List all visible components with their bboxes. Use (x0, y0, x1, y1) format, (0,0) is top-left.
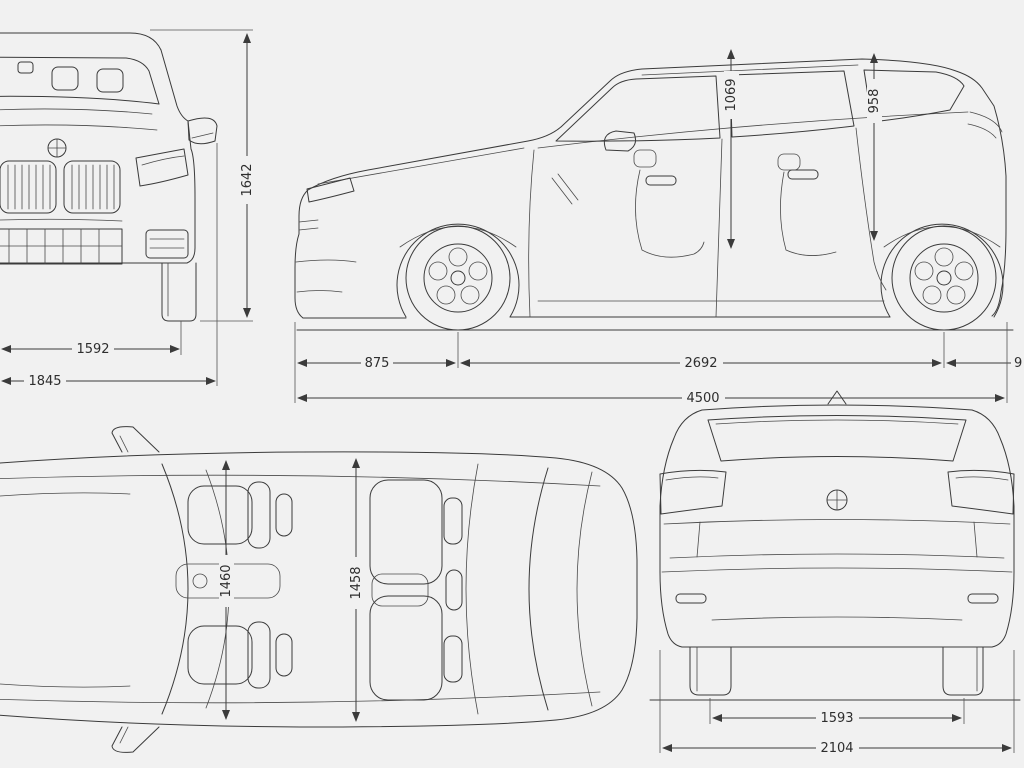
side-car-outline (294, 58, 1007, 319)
dimension-length: 4500 (297, 322, 1008, 406)
front-wheel-arch (396, 223, 520, 318)
top-front-seats (175, 481, 293, 689)
dim-label-mask (349, 557, 364, 609)
dim-wheelbase-label: 2692 (684, 356, 717, 371)
side-mirror (603, 130, 636, 152)
top-mirror-upper (111, 426, 160, 453)
headrest-right (96, 68, 124, 93)
dimension-front-height: 1642 (150, 29, 255, 322)
air-intake-right (145, 229, 189, 259)
dim-front-overhang-label: 875 (365, 356, 390, 371)
rear-lamp (967, 111, 1003, 139)
dim-length-label: 4500 (686, 391, 719, 406)
rear-wheel (891, 225, 997, 331)
front-windshield (0, 56, 160, 105)
headrest-left (51, 66, 79, 91)
dim-label-mask (682, 391, 725, 405)
front-view: 1642 1592 1845 (0, 29, 255, 389)
dimension-door-front: 1069 (724, 49, 739, 249)
top-car-outline (0, 451, 638, 728)
taillight-left (659, 469, 727, 515)
rear-window (707, 415, 967, 462)
top-mirror-lower (111, 726, 160, 753)
dim-label-mask (219, 555, 234, 607)
reflector-left (675, 593, 707, 604)
dimension-interior-front-width: 1460 (219, 460, 234, 720)
dim-label-mask (867, 79, 882, 123)
interior-mirror (17, 61, 34, 74)
gear-shifter (192, 573, 208, 589)
dimension-front-overhang: 875 (294, 322, 459, 403)
dimension-rear-overhang: 9 (946, 356, 1024, 371)
side-body-lines (295, 64, 1001, 302)
dimension-door-rear: 958 (867, 53, 882, 241)
rear-wheels (689, 646, 984, 696)
dim-door-rear-label: 958 (867, 89, 882, 114)
front-side-mirror (187, 117, 218, 145)
rear-car-outline (659, 390, 1015, 648)
front-hood-lines (0, 108, 158, 222)
taillight-right (947, 469, 1015, 515)
tailgate-lines (661, 519, 1013, 621)
dimension-rear-track: 1593 (709, 698, 965, 726)
rear-view: 1593 2104 (649, 390, 1021, 756)
dim-label-mask (239, 156, 255, 204)
top-rear-seats (369, 479, 463, 701)
dim-rear-overhang-label: 9 (1014, 356, 1022, 371)
front-bumper-grid (0, 228, 189, 265)
dim-front-height-label: 1642 (240, 163, 255, 196)
dimension-wheelbase: 2692 (460, 332, 945, 371)
dim-label-mask (1011, 356, 1024, 370)
side-view: 1069 958 875 2692 9 4500 (294, 49, 1024, 406)
side-windows (555, 69, 965, 142)
dim-top-rear-width-label: 1458 (349, 566, 364, 599)
front-wheel (405, 225, 511, 331)
antenna-fin (827, 390, 847, 405)
dim-label-mask (72, 342, 114, 356)
dim-rear-track-label: 1593 (820, 711, 853, 726)
dim-door-front-label: 1069 (724, 78, 739, 111)
front-wheels (161, 262, 197, 322)
interior-seats (551, 149, 837, 258)
dim-label-mask (24, 374, 66, 388)
headlight-right (135, 148, 189, 187)
dim-front-track-label: 1592 (76, 342, 109, 357)
dim-label-mask (816, 741, 859, 755)
rear-roundel (826, 489, 848, 511)
brand-roundel (47, 138, 67, 158)
dim-label-mask (724, 71, 739, 119)
dimension-front-width: 1845 (1, 143, 218, 389)
rear-wheel-arch (880, 223, 1004, 318)
steering-wheel (551, 173, 579, 205)
side-headlight (306, 177, 355, 203)
dim-label-mask (361, 356, 393, 370)
dimension-interior-rear-width: 1458 (349, 458, 364, 722)
dim-rear-width-label: 2104 (820, 741, 853, 756)
dim-label-mask (680, 356, 723, 370)
kidney-grille (0, 160, 121, 214)
side-door-seams (528, 127, 887, 318)
dimension-front-track: 1592 (1, 321, 182, 357)
top-view: 1460 1458 (0, 426, 638, 753)
reflector-right (967, 593, 999, 604)
door-handles (645, 169, 819, 186)
dim-front-width-label: 1845 (28, 374, 61, 389)
dim-label-mask (816, 711, 859, 725)
dim-top-front-width-label: 1460 (219, 564, 234, 597)
front-car-outline (0, 32, 196, 264)
dimension-rear-width: 2104 (659, 650, 1015, 756)
top-hood-lines (0, 492, 131, 688)
